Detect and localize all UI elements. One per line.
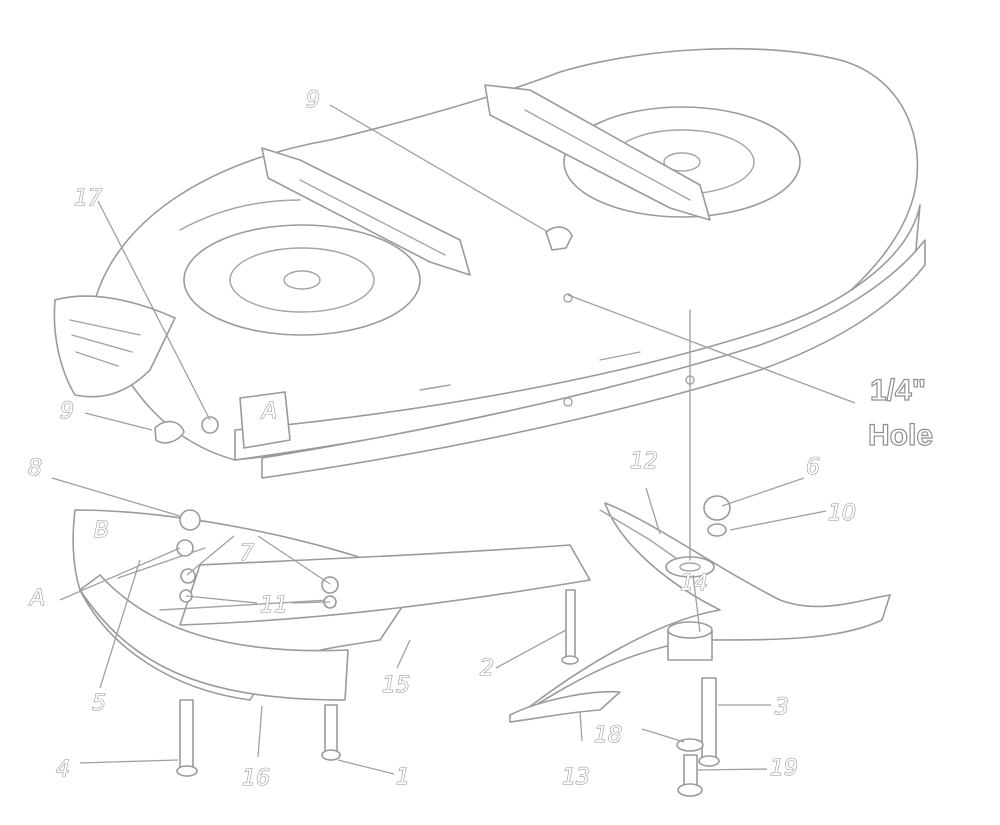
- hole-label-size: 1/4": [870, 374, 926, 407]
- callout-B: B: [94, 518, 109, 543]
- callout-2: 2: [480, 656, 494, 681]
- callout-15: 15: [382, 673, 410, 698]
- hole-label-word: Hole: [868, 419, 933, 452]
- callout-18: 18: [594, 723, 622, 748]
- callout-3: 3: [775, 695, 789, 720]
- callout-13: 13: [562, 765, 590, 790]
- callout-7: 7: [240, 541, 254, 566]
- blade-assembly: [509, 309, 891, 723]
- baffle-assembly: [72, 509, 591, 701]
- callout-A-baffle: A: [28, 586, 45, 611]
- callout-9-top: 9: [306, 88, 320, 113]
- callouts: 17 9 9 8 7 5 11 2 1 15 16 4 12 6 10 14 3…: [27, 87, 856, 791]
- callout-11: 11: [260, 593, 288, 618]
- callout-16: 16: [242, 766, 270, 791]
- callout-17: 17: [74, 186, 102, 211]
- leader-lines: [51, 104, 856, 775]
- callout-14: 14: [680, 571, 708, 596]
- callout-12: 12: [630, 449, 658, 474]
- callout-4: 4: [56, 757, 70, 782]
- callout-1: 1: [396, 765, 410, 790]
- callout-A-deck: A: [260, 399, 277, 424]
- hole-label: 1/4" Hole: [867, 373, 933, 452]
- mower-deck: [53, 47, 926, 479]
- callout-8: 8: [28, 456, 42, 481]
- callout-9-left: 9: [60, 399, 74, 424]
- callout-19: 19: [770, 756, 798, 781]
- callout-10: 10: [828, 501, 856, 526]
- callout-5: 5: [92, 691, 106, 716]
- hardware: [154, 226, 731, 797]
- callout-6: 6: [806, 455, 820, 480]
